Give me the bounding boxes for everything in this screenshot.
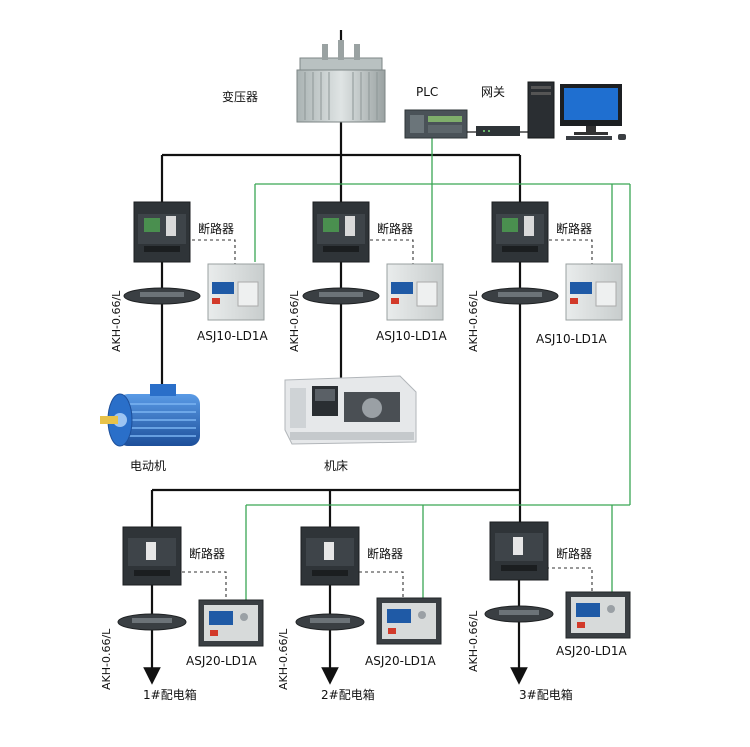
meter-label-2: ASJ10-LD1A (376, 329, 448, 343)
ct-label-3: AKH-0.66/L (467, 290, 480, 352)
gateway-icon (476, 126, 520, 136)
distribution-box-label-3: 3#配电箱 (519, 687, 573, 702)
meter-label-3: ASJ10-LD1A (536, 332, 608, 346)
breaker-label-2: 断路器 (377, 221, 413, 236)
ct-label-2: AKH-0.66/L (288, 290, 301, 352)
dashed-links (182, 239, 593, 600)
breaker-icon (491, 201, 549, 263)
din-meter-icon (565, 263, 623, 321)
meter-label-1: ASJ10-LD1A (197, 329, 269, 343)
current-transformer-icon (123, 287, 201, 305)
panel-meter-icon (565, 591, 631, 639)
breaker-icon (133, 201, 191, 263)
breaker-icon (122, 526, 182, 586)
plc-label: PLC (416, 85, 438, 99)
breaker-label-6: 断路器 (556, 546, 592, 561)
communication-lines (245, 138, 631, 600)
breaker-label-1: 断路器 (198, 221, 234, 236)
panel-meter-icon (198, 599, 264, 647)
breaker-label-3: 断路器 (556, 221, 592, 236)
meter-label-5: ASJ20-LD1A (365, 654, 437, 668)
din-meter-icon (386, 263, 444, 321)
meter-label-6: ASJ20-LD1A (556, 644, 628, 658)
lathe-label: 机床 (324, 459, 348, 473)
distribution-box-label-1: 1#配电箱 (143, 687, 197, 702)
breaker-icon (312, 201, 370, 263)
transformer-label: 变压器 (222, 89, 258, 104)
meter-label-4: ASJ20-LD1A (186, 654, 258, 668)
distribution-box-label-2: 2#配电箱 (321, 687, 375, 702)
computer-icon (527, 81, 626, 140)
ct-label-4: AKH-0.66/L (100, 628, 113, 690)
current-transformer-icon (302, 287, 380, 305)
motor-label: 电动机 (130, 459, 166, 473)
ct-label-5: AKH-0.66/L (277, 628, 290, 690)
breaker-icon (489, 521, 549, 581)
panel-meter-icon (376, 597, 442, 645)
gateway-label: 网关 (481, 85, 505, 99)
breaker-label-4: 断路器 (189, 546, 225, 561)
din-meter-icon (207, 263, 265, 321)
current-transformer-icon (484, 605, 554, 623)
breaker-icon (300, 526, 360, 586)
plc-icon (404, 109, 468, 139)
ct-label-6: AKH-0.66/L (467, 610, 480, 672)
ct-label-1: AKH-0.66/L (110, 290, 123, 352)
breaker-label-5: 断路器 (367, 546, 403, 561)
lathe-icon (284, 375, 417, 445)
current-transformer-icon (481, 287, 559, 305)
motor-icon (100, 384, 200, 447)
current-transformer-icon (295, 613, 365, 631)
transformer-icon (296, 40, 386, 123)
current-transformer-icon (117, 613, 187, 631)
